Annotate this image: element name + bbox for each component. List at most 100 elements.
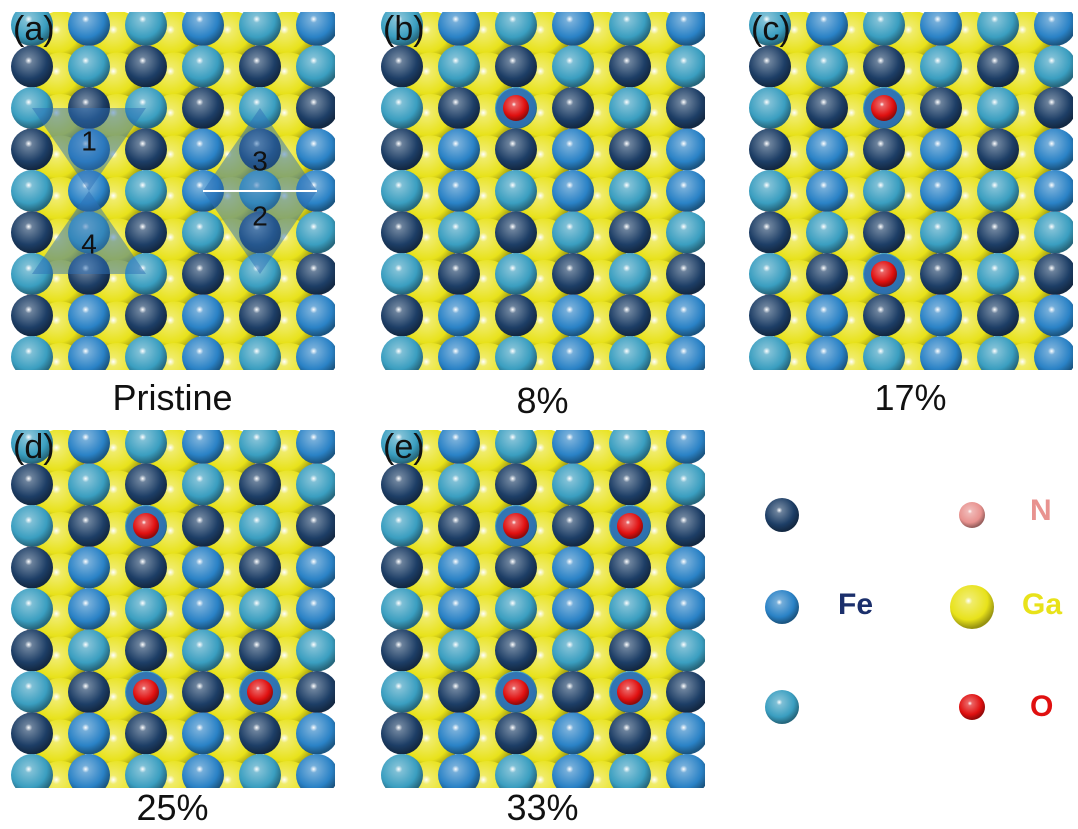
fe-atom bbox=[438, 336, 480, 370]
fe-atom bbox=[296, 253, 335, 295]
site-triangle-3 bbox=[203, 108, 317, 191]
fe-atom bbox=[296, 128, 335, 171]
fe-atom bbox=[666, 430, 705, 464]
atom-lattice bbox=[381, 12, 705, 370]
fe-atom bbox=[11, 294, 53, 337]
o-atom bbox=[503, 679, 529, 705]
legend-atoms bbox=[765, 498, 994, 724]
fe-atom bbox=[125, 12, 167, 46]
fe-atom bbox=[11, 430, 53, 464]
o-atom bbox=[617, 679, 643, 705]
fe-atom bbox=[920, 211, 962, 254]
site-marker-2: 2 bbox=[252, 201, 268, 232]
fe-atom bbox=[125, 588, 167, 630]
fe-atom bbox=[552, 430, 594, 464]
fe-atom bbox=[1034, 294, 1073, 337]
fe-atom bbox=[977, 170, 1019, 212]
site-marker-4: 4 bbox=[81, 228, 97, 259]
fe-atom bbox=[239, 294, 281, 337]
fe-atom bbox=[749, 211, 791, 254]
fe-atom bbox=[495, 463, 537, 506]
fe-atom bbox=[552, 211, 594, 254]
fe-atom bbox=[749, 170, 791, 212]
o-atom bbox=[503, 513, 529, 539]
fe-atom bbox=[666, 671, 705, 713]
fe-atom bbox=[552, 588, 594, 630]
fe-atom bbox=[1034, 253, 1073, 295]
panel-label: (e) bbox=[383, 430, 425, 466]
fe-atom bbox=[666, 754, 705, 788]
fe-atom bbox=[495, 170, 537, 212]
fe-atom bbox=[495, 336, 537, 370]
fe-atom bbox=[438, 546, 480, 589]
fe-atom bbox=[749, 12, 791, 46]
fe-atom bbox=[381, 629, 423, 672]
fe-atom bbox=[666, 712, 705, 755]
fe-atom bbox=[920, 128, 962, 171]
fe-atom bbox=[666, 170, 705, 212]
site-marker-3: 3 bbox=[252, 145, 268, 176]
fe-atom bbox=[125, 211, 167, 254]
fe-atom bbox=[125, 546, 167, 589]
panel-8-percent: (b) bbox=[380, 12, 705, 370]
fe-atom bbox=[239, 712, 281, 755]
fe-atom bbox=[609, 170, 651, 212]
fe-atom bbox=[1034, 12, 1073, 46]
fe-atom bbox=[749, 87, 791, 129]
fe-atom bbox=[239, 754, 281, 788]
fe-atom bbox=[381, 588, 423, 630]
o-atom bbox=[133, 679, 159, 705]
fe-atom bbox=[438, 128, 480, 171]
fe-atom bbox=[182, 45, 224, 88]
fe-atom bbox=[666, 12, 705, 46]
fe-atom bbox=[438, 430, 480, 464]
fe-atom bbox=[666, 87, 705, 129]
fe-atom bbox=[125, 336, 167, 370]
fe-atom bbox=[182, 546, 224, 589]
legend-n-atom bbox=[959, 502, 985, 528]
panel-label: (c) bbox=[751, 12, 791, 48]
fe-atom bbox=[495, 754, 537, 788]
fe-atom bbox=[1034, 336, 1073, 370]
fe-atom bbox=[296, 588, 335, 630]
fe-atom bbox=[125, 170, 167, 212]
fe-atom bbox=[182, 505, 224, 547]
fe-atom bbox=[749, 294, 791, 337]
fe-atom bbox=[552, 170, 594, 212]
fe-atom bbox=[182, 253, 224, 295]
fe-atom bbox=[806, 128, 848, 171]
fe-atom bbox=[11, 170, 53, 212]
fe-atom bbox=[68, 12, 110, 46]
fe-atom bbox=[182, 12, 224, 46]
fe-atom bbox=[239, 463, 281, 506]
fe-atom bbox=[182, 712, 224, 755]
fe-atom bbox=[666, 588, 705, 630]
fe-atom bbox=[68, 712, 110, 755]
fe-atom bbox=[438, 211, 480, 254]
fe-atom bbox=[495, 546, 537, 589]
fe-atom bbox=[11, 671, 53, 713]
legend-fe-dark-atom bbox=[765, 498, 799, 532]
fe-atom bbox=[381, 87, 423, 129]
o-atom bbox=[617, 513, 643, 539]
fe-atom bbox=[438, 12, 480, 46]
fe-atom bbox=[381, 12, 423, 46]
fe-atom bbox=[749, 128, 791, 171]
fe-atom bbox=[495, 712, 537, 755]
fe-atom bbox=[666, 546, 705, 589]
fe-atom bbox=[125, 294, 167, 337]
panel-caption: 25% bbox=[136, 787, 209, 828]
o-atom bbox=[871, 261, 897, 287]
fe-atom bbox=[977, 87, 1019, 129]
fe-atom bbox=[381, 45, 423, 88]
fe-atom bbox=[863, 336, 905, 370]
fe-atom bbox=[609, 546, 651, 589]
fe-atom bbox=[381, 505, 423, 547]
fe-atom bbox=[495, 45, 537, 88]
fe-atom bbox=[11, 211, 53, 254]
fe-atom bbox=[609, 87, 651, 129]
fe-atom bbox=[438, 294, 480, 337]
fe-atom bbox=[920, 45, 962, 88]
fe-atom bbox=[806, 294, 848, 337]
